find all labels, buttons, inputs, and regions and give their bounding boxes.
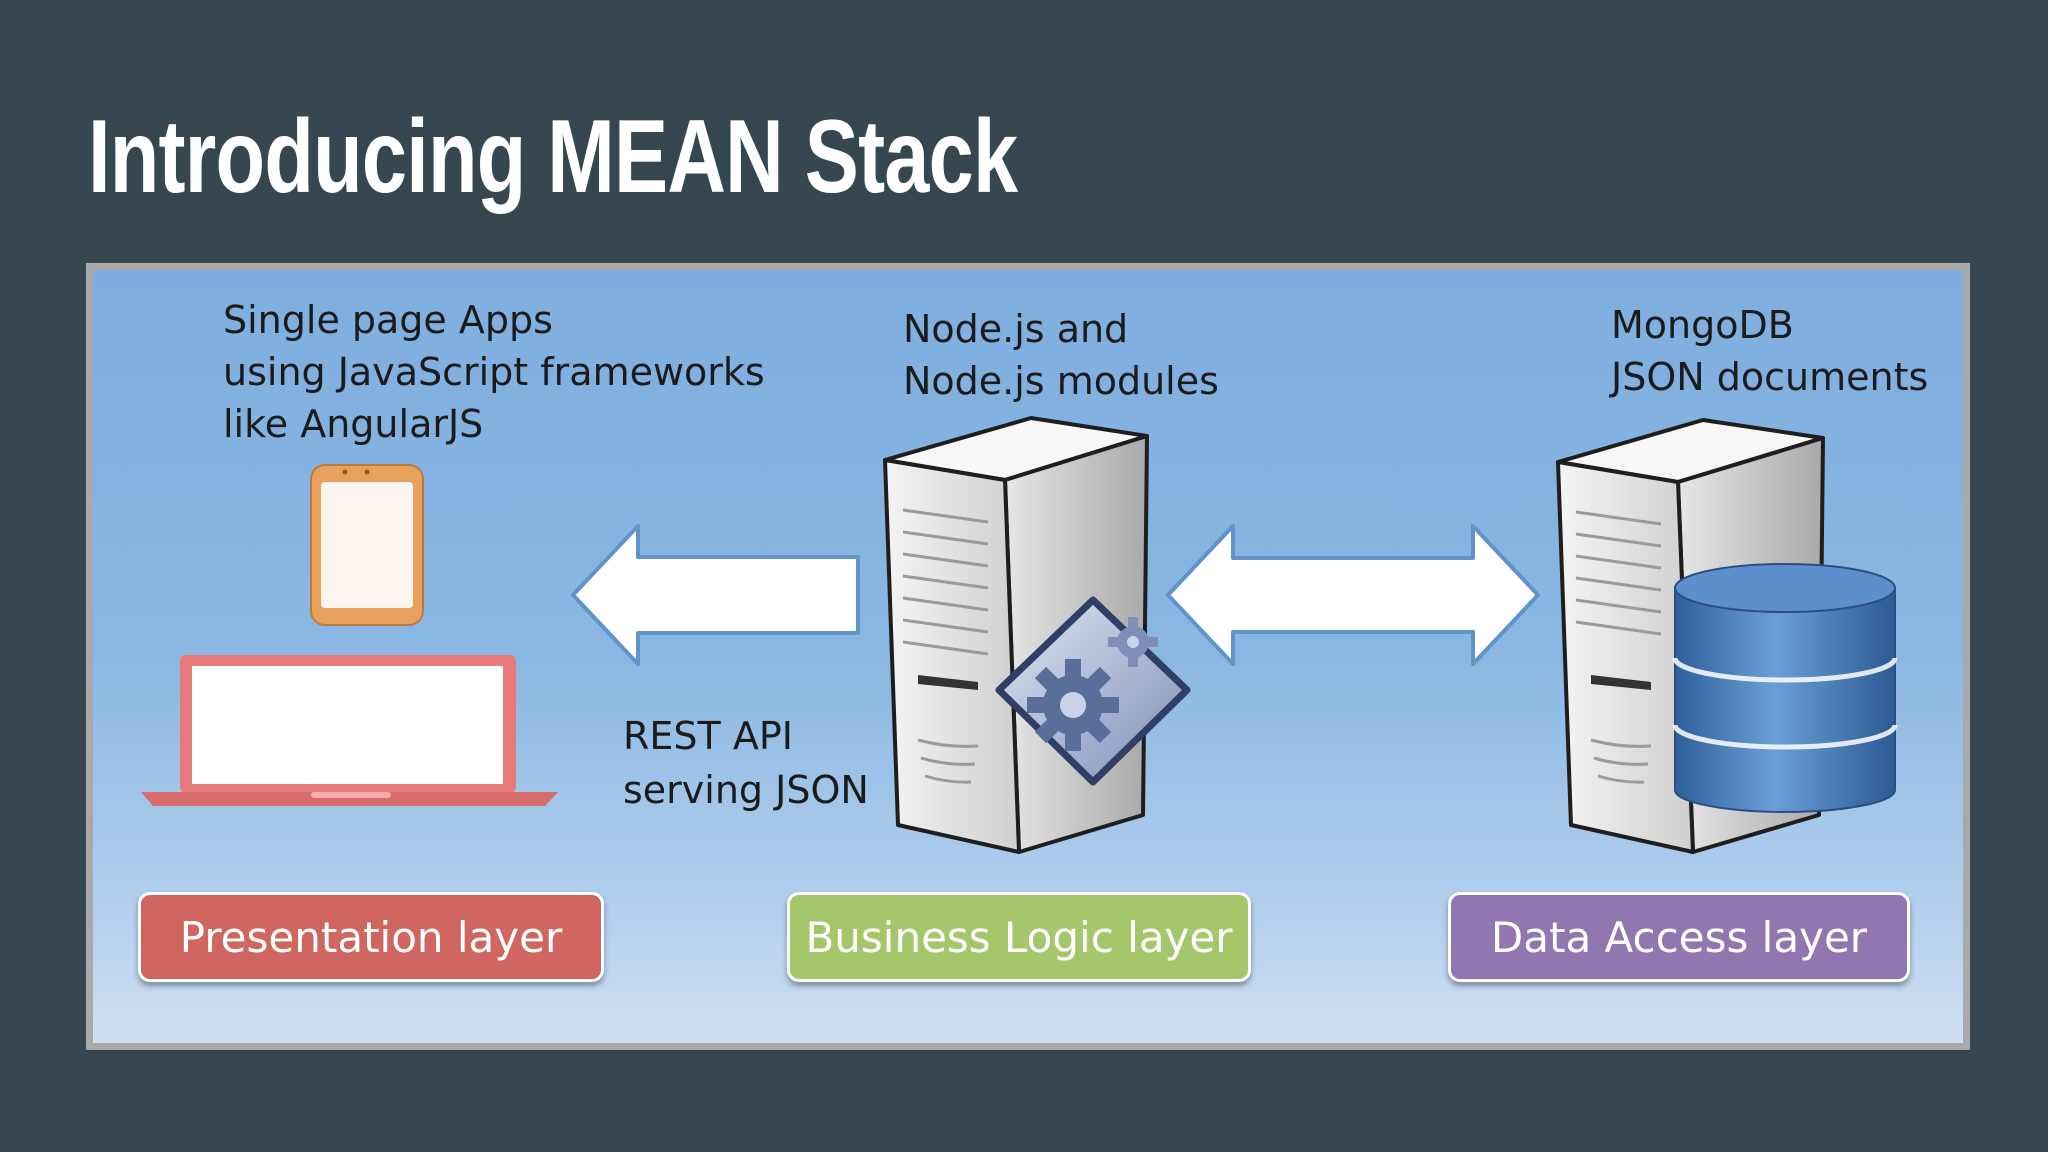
presentation-desc-line2: using JavaScript frameworks (223, 350, 765, 394)
presentation-layer-label: Presentation layer (138, 892, 604, 982)
db-desc-line1: MongoDB (1611, 303, 1794, 347)
gear-badge-icon (995, 596, 1191, 786)
presentation-desc-line1: Single page Apps (223, 298, 553, 342)
data-access-layer-label: Data Access layer (1448, 892, 1910, 982)
presentation-desc-line3: like AngularJS (223, 402, 484, 446)
left-arrow-icon (571, 524, 860, 666)
database-icon (1672, 563, 1898, 813)
server-desc-line2: Node.js modules (903, 359, 1219, 403)
api-desc-line2: serving JSON (623, 768, 869, 812)
tablet-icon (310, 464, 424, 626)
diagram-art (141, 416, 1898, 854)
server-desc-line1: Node.js and (903, 307, 1129, 351)
business-logic-layer-label: Business Logic layer (787, 892, 1251, 982)
api-desc-line1: REST API (623, 714, 793, 758)
slide-title: Introducing MEAN Stack (88, 99, 1018, 215)
laptop-icon (141, 655, 558, 806)
db-desc-line2: JSON documents (1611, 355, 1929, 399)
mean-stack-diagram: Single page Apps using JavaScript framew… (86, 263, 1970, 1050)
double-arrow-icon (1166, 524, 1540, 666)
